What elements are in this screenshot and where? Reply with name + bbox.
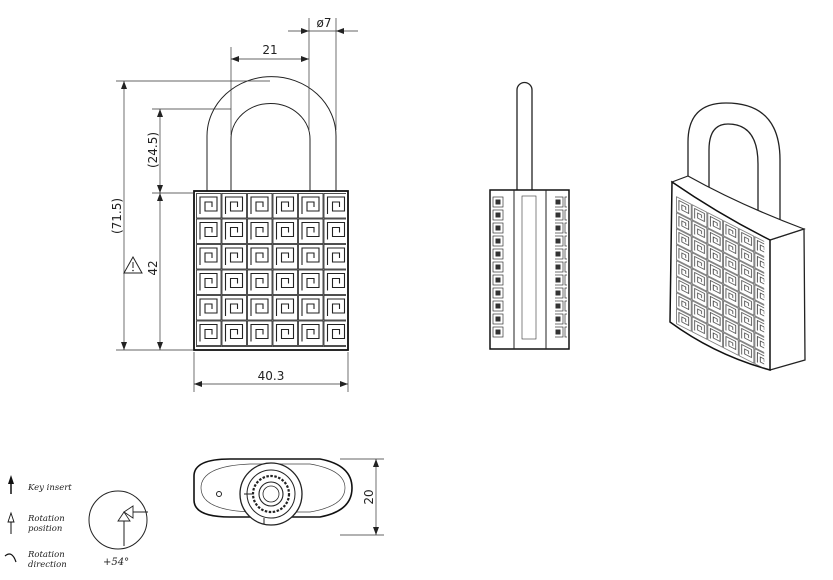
body-height-label: 42 [146, 260, 160, 275]
filled-arrow-up-icon [8, 475, 14, 494]
rotation-position-label-2: position [28, 524, 62, 534]
side-dial-left [492, 196, 504, 339]
dim-shackle-clearance: (24.5) 42 [146, 108, 231, 350]
dim-body-thickness: 20 [340, 458, 384, 536]
shackle-clearance-label: (24.5) [146, 132, 160, 168]
curved-arrow-icon [4, 553, 17, 563]
front-view [193, 76, 349, 351]
body-thickness-label: 20 [362, 489, 376, 504]
warning-triangle-icon [123, 255, 143, 274]
side-dial-right [555, 196, 567, 339]
front-shackle-inner [230, 103, 311, 193]
iso-fret-pattern [676, 196, 765, 369]
rotation-angle-label: +54° [103, 557, 129, 568]
front-shackle-outer [206, 76, 337, 193]
top-keyway-outer [239, 462, 303, 526]
top-view [193, 458, 353, 526]
rotation-position-label-1: Rotation [27, 514, 65, 524]
hollow-arrow-up-icon [7, 511, 15, 534]
shackle-inner-width-label: 21 [262, 43, 277, 57]
legend: Key insert Rotation position Rotation di… [4, 475, 148, 570]
dim-overall-height: (71.5) [110, 80, 270, 351]
shackle-diameter-label: ø7 [317, 16, 332, 30]
rotation-direction-label-1: Rotation [27, 550, 65, 560]
side-view [489, 81, 570, 350]
body-width-label: 40.3 [258, 369, 285, 383]
iso-shackle-inner [708, 123, 759, 232]
side-shackle [516, 81, 533, 191]
key-insert-label: Key insert [27, 483, 72, 493]
top-shackle-hole [216, 491, 222, 497]
rotation-dial [88, 490, 148, 550]
rotation-direction-label-2: direction [28, 560, 67, 570]
dim-body-width: 40.3 [193, 352, 349, 392]
dim-shackle-inner-width: 21 [230, 43, 309, 135]
overall-height-label: (71.5) [110, 198, 124, 234]
dim-shackle-diameter: ø7 [288, 16, 358, 130]
isometric-view [669, 102, 806, 371]
front-fret-pattern [196, 193, 346, 347]
